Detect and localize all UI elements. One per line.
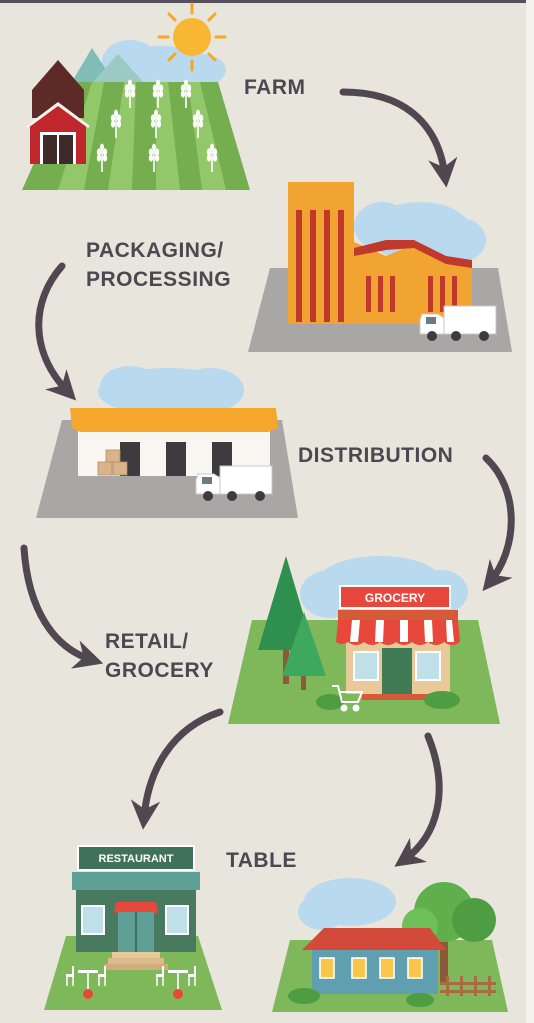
right-border [526,0,534,1023]
grocery-store-icon: GROCERY [336,585,460,700]
grocery-scene: GROCERY [228,556,500,724]
arrow-grocery-to-home [394,732,443,867]
barn-icon [26,60,90,164]
stage-label-retail-line1: RETAIL/ [105,630,189,653]
farm-scene [22,2,250,190]
shopping-cart-icon [332,685,364,712]
boxes-icon [97,449,128,476]
cloud-icon [98,366,244,416]
sun-icon [157,2,227,72]
field-rows [58,82,226,190]
bush-icon [316,691,460,710]
factory-icon [288,182,472,324]
stage-label-retail: RETAIL/ GROCERY [105,627,214,685]
stage-label-packaging-line1: PACKAGING/ [86,239,224,262]
restaurant-scene: RESTAURANT [44,845,222,1010]
warehouse-scene [36,366,298,518]
arrow-retail-to-grocery-store [20,544,104,669]
arrow-processing-to-distribution [35,262,77,401]
mountain-icon [70,48,146,85]
stage-label-packaging: PACKAGING/ PROCESSING [86,236,231,294]
stage-label-farm: FARM [244,76,306,99]
fence-icon [440,976,496,996]
grocery-sign: GROCERY [365,591,425,605]
bush-icon [288,988,434,1007]
tree-icon [258,556,326,690]
stage-label-retail-line2: GROCERY [105,659,214,682]
stage-label-distribution: DISTRIBUTION [298,444,454,467]
stage-label-table: TABLE [226,849,297,872]
top-border [0,0,534,3]
stage-label-packaging-line2: PROCESSING [86,268,232,291]
patio-furniture [65,965,197,999]
restaurant-icon: RESTAURANT [72,845,200,970]
arrow-grocery-to-restaurant [130,708,224,830]
arrow-farm-to-processing [339,88,458,188]
arrow-distribution-to-retail [482,454,515,592]
cloud-icon [298,878,396,930]
factory-scene [248,182,512,352]
home-scene [272,878,508,1012]
restaurant-sign: RESTAURANT [99,853,174,865]
house-icon [302,928,446,994]
